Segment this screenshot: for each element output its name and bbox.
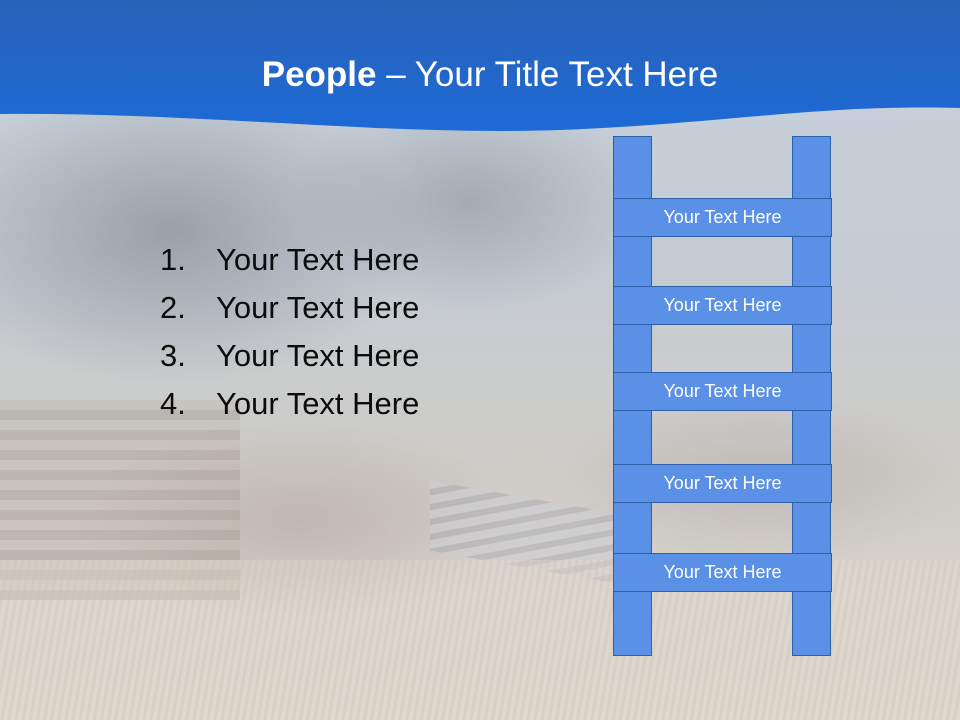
ladder-rung-1: Your Text Here bbox=[613, 198, 832, 237]
list-item: 1. Your Text Here bbox=[160, 236, 419, 284]
ladder-rung-3: Your Text Here bbox=[613, 372, 832, 411]
list-text: Your Text Here bbox=[216, 338, 420, 373]
list-text: Your Text Here bbox=[216, 386, 420, 421]
list-number: 3. bbox=[160, 338, 186, 373]
title-rest: – Your Title Text Here bbox=[376, 55, 719, 94]
numbered-list: 1. Your Text Here 2. Your Text Here 3. Your… bbox=[160, 236, 419, 428]
ladder-rung-2: Your Text Here bbox=[613, 286, 832, 325]
ladder-rung-5: Your Text Here bbox=[613, 553, 832, 592]
list-item: 4. Your Text Here bbox=[160, 380, 419, 428]
ladder-rung-4: Your Text Here bbox=[613, 464, 832, 503]
list-text: Your Text Here bbox=[216, 242, 420, 277]
list-number: 2. bbox=[160, 290, 186, 325]
list-number: 1. bbox=[160, 242, 186, 277]
list-number: 4. bbox=[160, 386, 186, 421]
list-item: 3. Your Text Here bbox=[160, 332, 419, 380]
slide-title: People – Your Title Text Here bbox=[0, 55, 960, 95]
header-banner bbox=[0, 0, 960, 131]
list-text: Your Text Here bbox=[216, 290, 420, 325]
list-item: 2. Your Text Here bbox=[160, 284, 419, 332]
title-bold: People bbox=[261, 55, 377, 94]
